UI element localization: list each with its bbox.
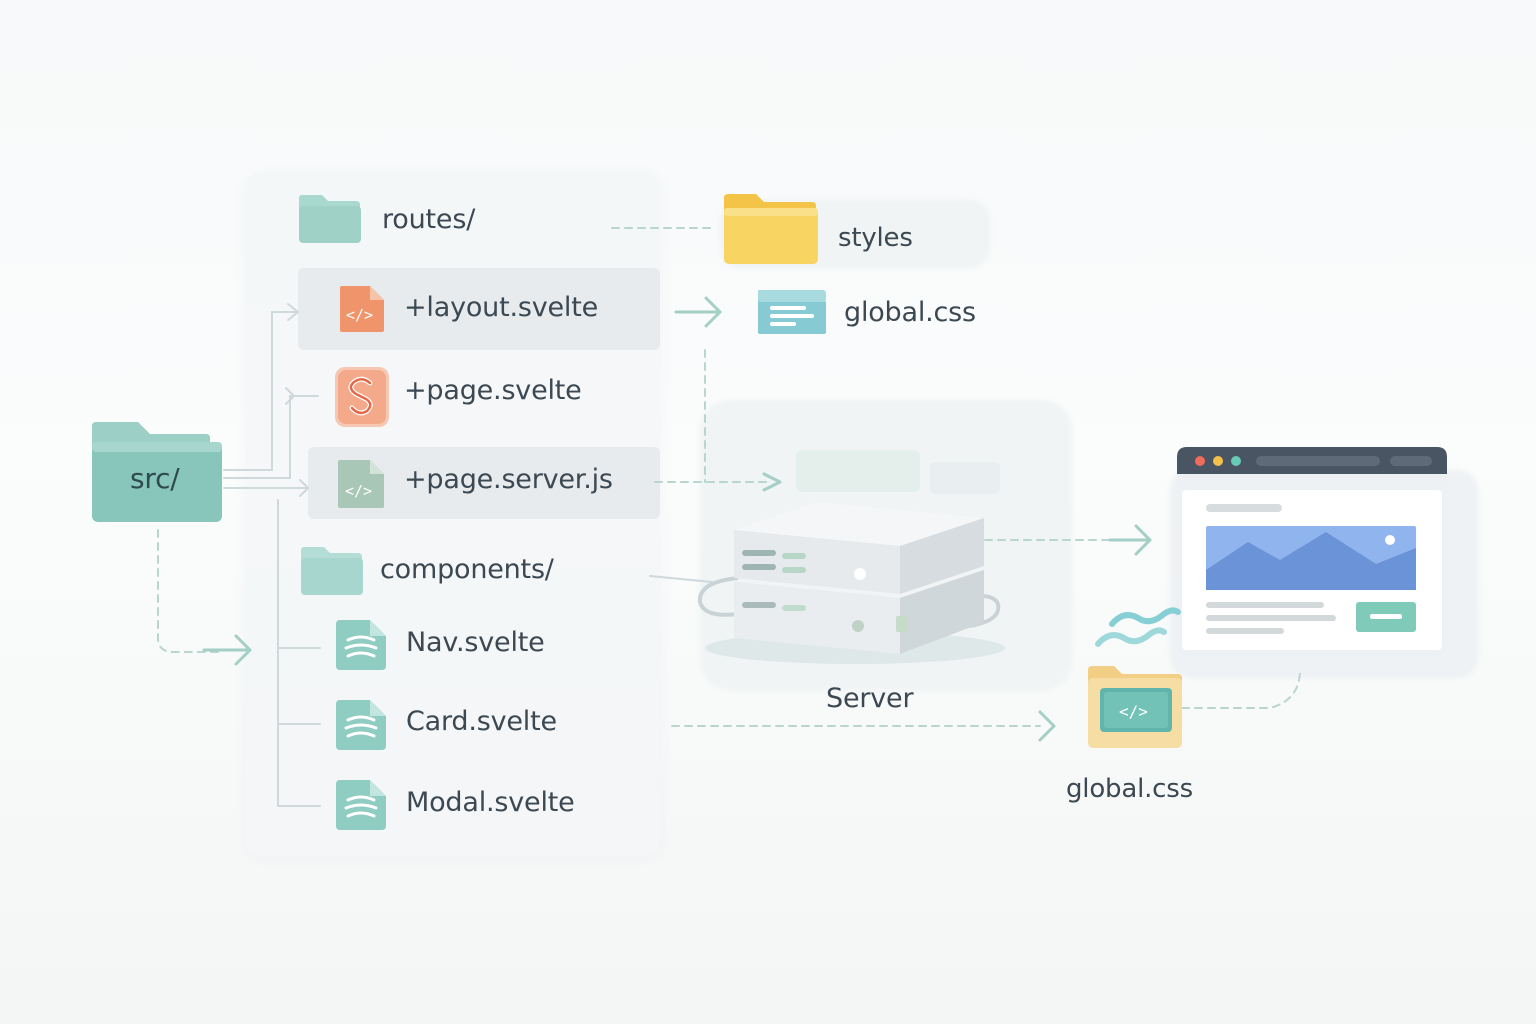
svelte-file-icon <box>334 618 388 672</box>
card-file-label[interactable]: Card.svelte <box>406 706 557 737</box>
routes-label[interactable]: routes/ <box>382 204 476 235</box>
components-label[interactable]: components/ <box>380 554 554 585</box>
routes-folder-icon[interactable] <box>298 194 362 244</box>
server-label: Server <box>826 683 914 714</box>
wave-logo-icon <box>1094 602 1184 656</box>
nav-file-label[interactable]: Nav.svelte <box>406 627 545 658</box>
svelte-file-icon <box>334 698 388 752</box>
src-folder[interactable]: src/ <box>90 420 225 524</box>
browser-window-icon <box>1176 446 1448 658</box>
placeholder-card <box>796 450 920 492</box>
css-file-icon <box>756 288 828 336</box>
code-folder-icon[interactable]: </> <box>1086 664 1184 750</box>
components-folder-icon[interactable] <box>300 546 364 596</box>
server-code-file-icon: </> <box>336 458 386 510</box>
src-label: src/ <box>130 462 180 495</box>
placeholder-card <box>930 462 1000 494</box>
svg-text:</>: </> <box>346 306 373 324</box>
page-server-file-label[interactable]: +page.server.js <box>404 464 613 495</box>
output-css-label[interactable]: global.css <box>1066 774 1193 804</box>
code-file-icon: </> <box>338 284 386 334</box>
page-file-label[interactable]: +page.svelte <box>404 375 582 406</box>
folder-icon <box>92 422 222 522</box>
styles-label[interactable]: styles <box>838 223 913 253</box>
svg-text:</>: </> <box>345 482 372 500</box>
layout-file-label[interactable]: +layout.svelte <box>404 292 599 323</box>
modal-file-label[interactable]: Modal.svelte <box>406 787 575 818</box>
styles-css-label[interactable]: global.css <box>844 297 976 328</box>
server-icon <box>690 498 1010 670</box>
svelte-logo-icon <box>334 366 390 428</box>
svelte-file-icon <box>334 778 388 832</box>
styles-folder-icon[interactable] <box>722 192 820 266</box>
svg-text:</>: </> <box>1119 702 1148 721</box>
